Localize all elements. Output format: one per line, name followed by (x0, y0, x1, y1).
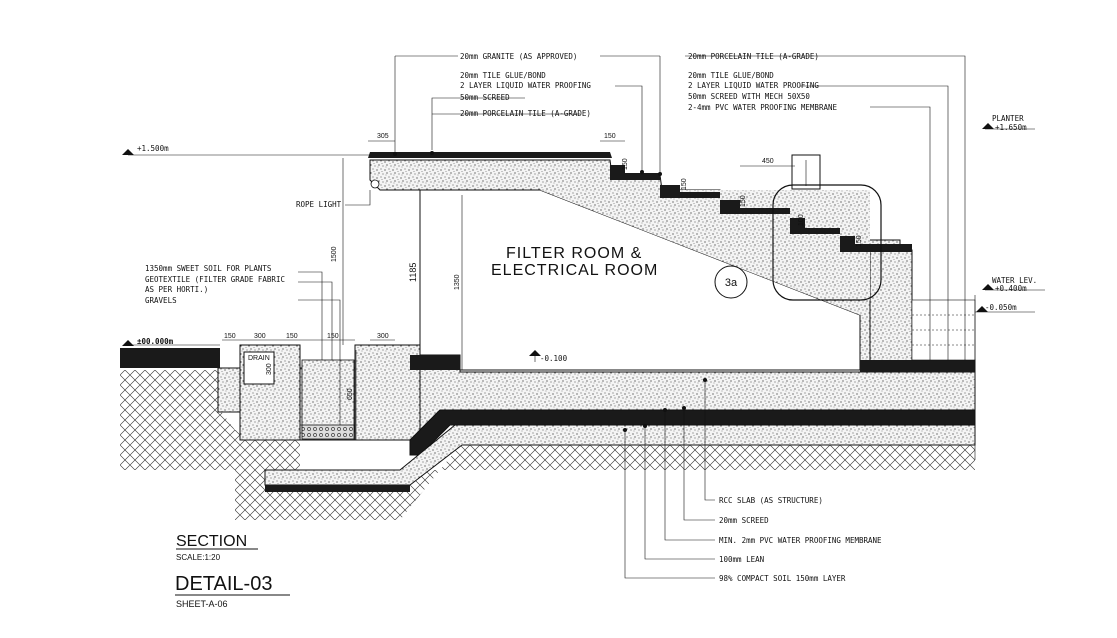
level-markers (122, 123, 994, 356)
dim-bottom-150c: 150 (327, 333, 339, 340)
dim-100: 100 (798, 214, 805, 226)
note-geotextile: GEOTEXTILE (FILTER GRADE FABRIC (145, 275, 285, 284)
note-tile-glue-left: 20mm TILE GLUE/BOND (460, 71, 546, 80)
dim-150-step3: 150 (740, 195, 747, 207)
drain-box (243, 351, 275, 385)
detail-title: DETAIL-03 (175, 573, 272, 595)
dim-305: 305 (377, 133, 389, 140)
detail-callout-box (772, 184, 882, 301)
dim-150-step4: 150 (856, 235, 863, 247)
concrete-structure (217, 159, 976, 492)
level-water-title: WATER LEV. (992, 276, 1037, 285)
dim-bottom-300b: 300 (377, 333, 389, 340)
callout-bubble[interactable]: 3a (714, 265, 748, 299)
dim-bottom-150a: 150 (224, 333, 236, 340)
note-screed-mesh: 50mm SCREED WITH MECH 50X50 (688, 92, 810, 101)
dim-1185: 1185 (408, 263, 418, 282)
dim-150-step1: 150 (622, 158, 629, 170)
callout-label: 3a (725, 277, 738, 289)
note-porcelain-right: 20mm PORCELAIN TILE (A-GRADE) (688, 52, 819, 61)
note-screed-bottom: 20mm SCREED (719, 516, 769, 525)
room-label-line1: FILTER ROOM & (506, 245, 642, 262)
note-geotextile-2: AS PER HORTI.) (145, 285, 208, 294)
dim-150-step2: 150 (681, 178, 688, 190)
rope-light (370, 179, 380, 189)
level-pool: -0.050m (985, 303, 1017, 312)
dim-drain-300: 300 (266, 363, 273, 375)
level-room-floor: -0.100 (540, 354, 568, 363)
planter-pot (791, 154, 821, 190)
leader-lines (128, 55, 1045, 579)
room-label-line2: ELECTRICAL ROOM (491, 262, 658, 279)
note-screed-left: 50mm SCREED (460, 93, 510, 102)
note-porcelain-left: 20mm PORCELAIN TILE (A-GRADE) (460, 109, 591, 118)
pool-water (911, 299, 976, 361)
dim-450: 450 (762, 158, 774, 165)
note-rcc: RCC SLAB (AS STRUCTURE) (719, 496, 823, 505)
note-compact-soil: 98% COMPACT SOIL 150mm LAYER (719, 574, 846, 583)
level-ground: ±00.000m (137, 337, 174, 346)
section-title: SECTION (176, 533, 247, 550)
dim-1350: 1350 (454, 274, 461, 290)
scale-label: SCALE:1:20 (176, 553, 221, 562)
sheet-label: SHEET-A-06 (176, 599, 228, 609)
level-planter-title: PLANTER (992, 114, 1024, 123)
dim-bottom-300: 300 (254, 333, 266, 340)
note-tile-glue-right: 20mm TILE GLUE/BOND (688, 71, 774, 80)
level-water: +0.400m (995, 284, 1027, 293)
note-waterproofing-right: 2 LAYER LIQUID WATER PROOFING (688, 81, 819, 90)
level-left-top: +1.500m (137, 144, 169, 153)
note-granite: 20mm GRANITE (AS APPROVED) (460, 52, 577, 61)
note-waterproofing-left: 2 LAYER LIQUID WATER PROOFING (460, 81, 591, 90)
dim-bottom-150b: 150 (286, 333, 298, 340)
note-soil: 1350mm SWEET SOIL FOR PLANTS (145, 264, 272, 273)
note-pvc-membrane: 2-4mm PVC WATER PROOFING MEMBRANE (688, 103, 837, 112)
note-membrane: MIN. 2mm PVC WATER PROOFING MEMBRANE (719, 536, 882, 545)
note-rope-light: ROPE LIGHT (296, 200, 342, 209)
planter-soil (301, 359, 355, 440)
level-planter: +1.650m (995, 123, 1027, 132)
dim-1500: 1500 (331, 246, 338, 262)
note-lean: 100mm LEAN (719, 555, 764, 564)
dim-150-top: 150 (604, 133, 616, 140)
note-gravels: GRAVELS (145, 296, 177, 305)
dim-soil-650: 650 (347, 388, 354, 400)
leader-dots (393, 151, 707, 432)
drain-label: DRAIN (248, 355, 270, 362)
